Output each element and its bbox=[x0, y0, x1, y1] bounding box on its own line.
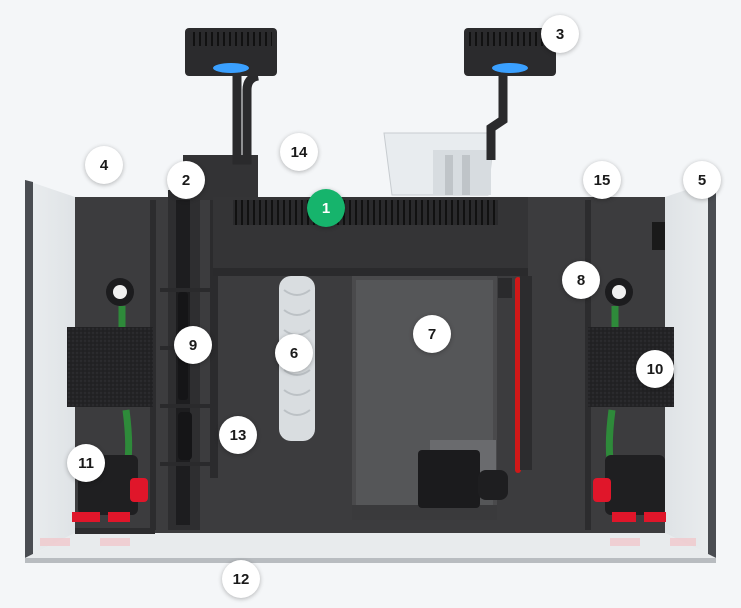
left-return-pump bbox=[72, 278, 148, 522]
marker-4[interactable]: 4 bbox=[85, 146, 123, 184]
marker-5[interactable]: 5 bbox=[683, 161, 721, 199]
led-light-right bbox=[464, 28, 556, 160]
marker-1[interactable]: 1 bbox=[307, 189, 345, 227]
red-return-tube bbox=[498, 276, 532, 473]
right-glass-wall bbox=[665, 180, 716, 558]
marker-7[interactable]: 7 bbox=[413, 315, 451, 353]
bottom-glass bbox=[25, 533, 716, 563]
marker-14[interactable]: 14 bbox=[280, 133, 318, 171]
marker-15[interactable]: 15 bbox=[583, 161, 621, 199]
right-return-pump bbox=[593, 278, 666, 522]
marker-12[interactable]: 12 bbox=[222, 560, 260, 598]
marker-10[interactable]: 10 bbox=[636, 350, 674, 388]
marker-6[interactable]: 6 bbox=[275, 334, 313, 372]
heater-clip bbox=[652, 222, 665, 250]
marker-3[interactable]: 3 bbox=[541, 15, 579, 53]
left-sponge bbox=[67, 327, 153, 407]
marker-8[interactable]: 8 bbox=[562, 261, 600, 299]
marker-9[interactable]: 9 bbox=[174, 326, 212, 364]
led-light-left bbox=[185, 28, 277, 165]
left-glass-wall bbox=[25, 180, 75, 558]
marker-13[interactable]: 13 bbox=[219, 416, 257, 454]
marker-2[interactable]: 2 bbox=[167, 161, 205, 199]
marker-11[interactable]: 11 bbox=[67, 444, 105, 482]
skimmer-pump bbox=[418, 450, 508, 508]
